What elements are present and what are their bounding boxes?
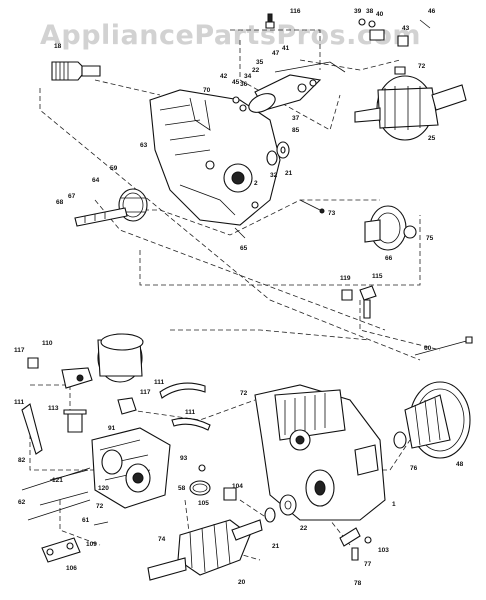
pump-housing-91 <box>91 427 171 509</box>
lower-case-half <box>254 384 386 521</box>
callout-110: 110 <box>42 340 53 347</box>
seals-93-58-105-104 <box>189 464 237 501</box>
callout-119: 119 <box>340 275 351 282</box>
callout-91: 91 <box>108 425 116 432</box>
lever-77 <box>339 527 372 561</box>
callout-117-b: 117 <box>140 389 151 396</box>
filter-89 <box>97 333 144 383</box>
callout-34: 34 <box>244 73 252 80</box>
differential-housing-25 <box>354 75 467 141</box>
callout-74: 74 <box>158 536 166 543</box>
callout-65: 65 <box>240 245 248 252</box>
callout-41: 41 <box>282 45 290 52</box>
callout-72: 72 <box>418 63 426 70</box>
callout-66: 66 <box>385 255 393 262</box>
shift-lever-116 <box>265 13 275 29</box>
callout-20: 20 <box>238 579 246 586</box>
hose-111 <box>21 382 211 455</box>
callout-43: 43 <box>402 25 410 32</box>
callout-75: 75 <box>426 235 434 242</box>
callout-111-b: 111 <box>14 399 25 406</box>
callout-21: 21 <box>285 170 293 177</box>
bolts-82-121-120-62-61 <box>21 467 109 526</box>
axle-shaft-20 <box>147 519 263 581</box>
callout-62: 62 <box>18 499 26 506</box>
callout-61: 61 <box>82 517 90 524</box>
callout-116: 116 <box>290 8 301 15</box>
callout-111: 111 <box>154 379 165 386</box>
callout-64: 64 <box>92 177 100 184</box>
washers-21-32 <box>266 141 290 166</box>
callout-58: 58 <box>178 485 186 492</box>
callout-82: 82 <box>18 457 26 464</box>
callout-72-c: 72 <box>96 503 104 510</box>
small-hardware-top-right <box>358 18 431 75</box>
callout-labels: 116 39 38 40 43 46 18 47 41 72 35 22 34 … <box>14 8 464 587</box>
callout-45: 45 <box>232 79 240 86</box>
fitting-assembly-110 <box>27 357 93 389</box>
callout-36: 36 <box>240 81 248 88</box>
callout-121: 121 <box>52 477 63 484</box>
bolt-73 <box>299 199 325 214</box>
callout-42: 42 <box>220 73 228 80</box>
callout-47: 47 <box>272 50 280 57</box>
callout-48: 48 <box>456 461 464 468</box>
callout-63: 63 <box>140 142 148 149</box>
ring-gear-48 <box>393 381 471 459</box>
callout-93: 93 <box>180 455 188 462</box>
callout-67: 67 <box>68 193 76 200</box>
callout-21-b: 21 <box>272 543 280 550</box>
callout-59: 59 <box>110 165 118 172</box>
callout-103: 103 <box>378 547 389 554</box>
callout-115: 115 <box>372 273 383 280</box>
callout-72-b: 72 <box>240 390 248 397</box>
callout-70: 70 <box>203 87 211 94</box>
callout-120: 120 <box>98 485 109 492</box>
callout-104: 104 <box>232 483 243 490</box>
fitting-119 <box>341 285 377 319</box>
watermark-text: AppliancePartsPros.com <box>40 20 421 51</box>
callout-25: 25 <box>428 135 436 142</box>
shaft-67 <box>74 207 128 227</box>
callout-85: 85 <box>292 127 300 134</box>
callout-73: 73 <box>328 210 336 217</box>
tee-113 <box>63 409 87 433</box>
callout-117: 117 <box>14 347 25 354</box>
bracket-106 <box>41 537 81 563</box>
upper-case-half <box>149 89 281 226</box>
callout-68: 68 <box>56 199 64 206</box>
callout-38: 38 <box>366 8 374 15</box>
callout-109: 109 <box>86 541 97 548</box>
callout-37: 37 <box>292 115 300 122</box>
callout-35: 35 <box>256 59 264 66</box>
spur-gear-66 <box>364 205 417 251</box>
pin-65 <box>234 227 246 239</box>
callout-40: 40 <box>376 11 384 18</box>
washers-21-22-lower <box>264 494 297 523</box>
callout-60: 60 <box>424 345 432 352</box>
elbow-117 <box>117 397 137 415</box>
callout-32: 32 <box>270 172 278 179</box>
callout-18: 18 <box>54 43 62 50</box>
callout-2: 2 <box>254 180 258 187</box>
callout-113: 113 <box>48 405 59 412</box>
callout-77: 77 <box>364 561 372 568</box>
shift-fork-assembly <box>232 61 346 113</box>
callout-1: 1 <box>392 501 396 508</box>
axle-shaft-18 <box>51 61 101 81</box>
callout-22-b: 22 <box>300 525 308 532</box>
callout-106: 106 <box>66 565 77 572</box>
callout-22: 22 <box>252 67 260 74</box>
callout-76: 76 <box>410 465 418 472</box>
callout-78: 78 <box>354 580 362 587</box>
callout-46: 46 <box>428 8 436 15</box>
callout-111-c: 111 <box>185 409 196 416</box>
bolt-60 <box>414 336 473 356</box>
callout-105: 105 <box>198 500 209 507</box>
callout-39: 39 <box>354 8 362 15</box>
